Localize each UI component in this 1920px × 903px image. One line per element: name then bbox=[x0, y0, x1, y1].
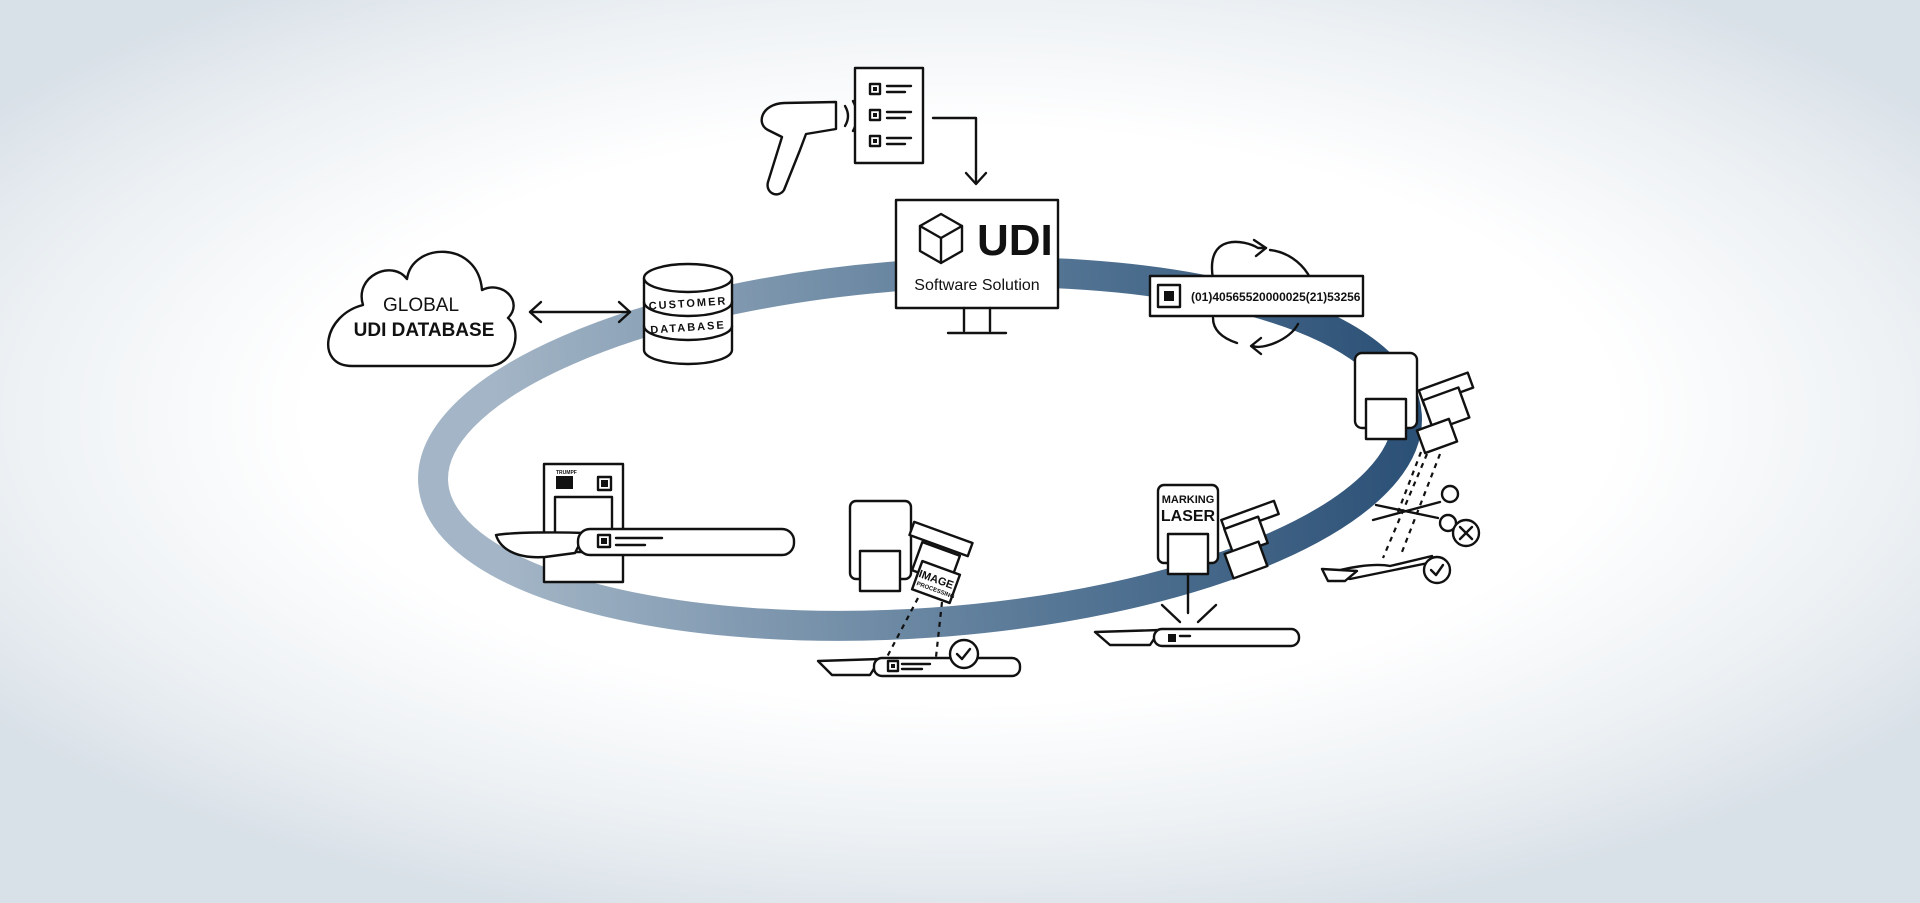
sync-double-arrow bbox=[528, 300, 632, 324]
checkmark-icon bbox=[1422, 555, 1452, 585]
scalpel-icon bbox=[816, 657, 882, 677]
udi-code-text: (01)40565520000025(21)53256 bbox=[1191, 290, 1361, 304]
marking-laser-station: MARKING LASER bbox=[1156, 483, 1280, 624]
accepted-scalpel-right bbox=[1320, 554, 1452, 585]
database-label-line2: DATABASE bbox=[650, 319, 726, 336]
reject-icon bbox=[1451, 518, 1481, 548]
scalpel-icon bbox=[1093, 628, 1162, 647]
datamatrix-icon bbox=[1156, 283, 1182, 309]
scanned-document bbox=[853, 66, 925, 165]
cube-icon bbox=[918, 212, 964, 265]
scissors-icon bbox=[1371, 484, 1460, 533]
barcode-scanner bbox=[760, 94, 868, 196]
customer-database: CUSTOMER DATABASE bbox=[642, 262, 734, 366]
inspected-scalpel bbox=[816, 638, 1022, 678]
database-icon bbox=[642, 278, 734, 366]
udi-software-monitor: UDI Software Solution bbox=[894, 198, 1060, 335]
cloud-icon bbox=[327, 250, 517, 368]
document-to-software-arrow bbox=[931, 116, 988, 186]
software-title: UDI bbox=[977, 216, 1053, 265]
label-printer-station: TRUMPF bbox=[494, 462, 796, 584]
robot-gripper-station bbox=[1353, 351, 1475, 559]
udi-code-label: (01)40565520000025(21)53256 bbox=[1148, 274, 1365, 318]
checkmark-icon bbox=[948, 638, 980, 670]
image-processing-station: IMAGE PROCESSING bbox=[848, 499, 974, 658]
laser-label-line2: LASER bbox=[1161, 508, 1216, 525]
database-label-line1: CUSTOMER bbox=[648, 295, 727, 312]
printer-brand-label: TRUMPF bbox=[556, 470, 577, 476]
laser-label-line1: MARKING bbox=[1162, 494, 1215, 506]
software-subtitle: Software Solution bbox=[914, 277, 1039, 294]
document-icon bbox=[853, 66, 925, 165]
cloud-label-line2: UDI DATABASE bbox=[354, 320, 495, 341]
marked-scalpel bbox=[1093, 627, 1301, 648]
barcode-scanner-icon bbox=[760, 100, 838, 196]
cloud-label-line1: GLOBAL bbox=[383, 295, 459, 316]
global-udi-database-cloud: GLOBAL UDI DATABASE bbox=[327, 250, 517, 368]
